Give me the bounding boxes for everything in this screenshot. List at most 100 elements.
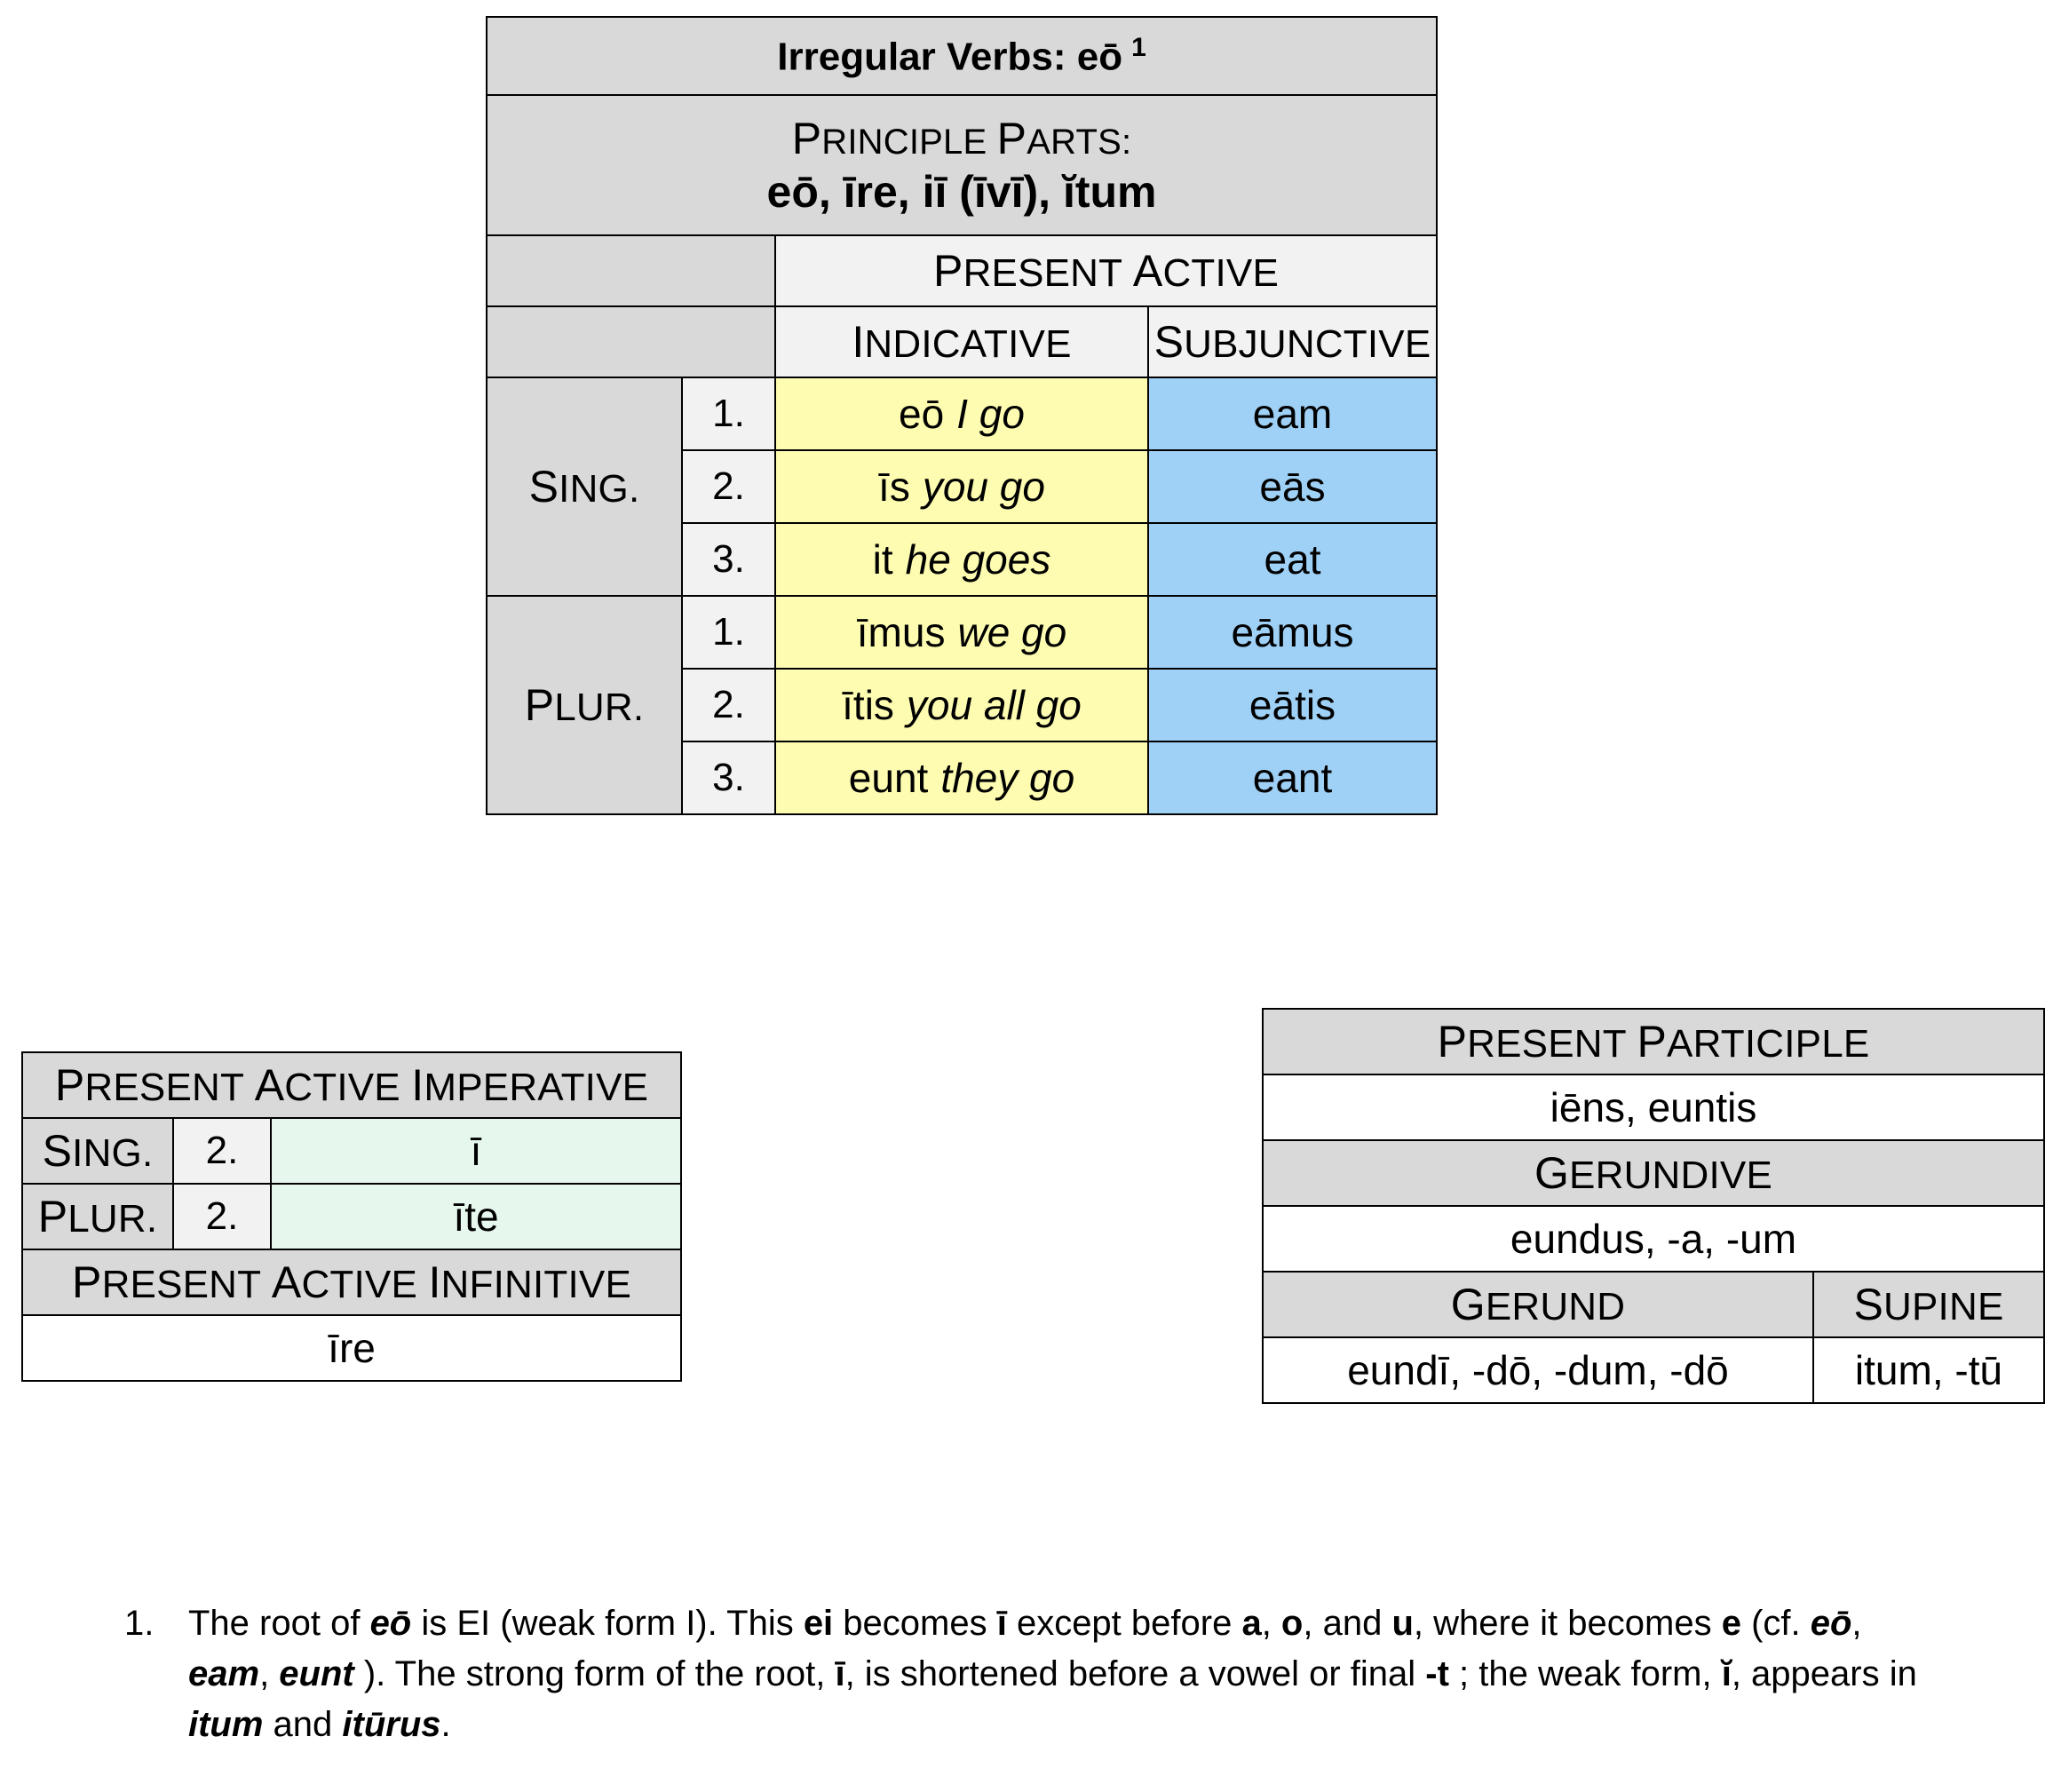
corner-spacer-cell [486,234,776,307]
footnote-segment: itūrus [342,1704,441,1744]
table-title-row: Irregular Verbs: eō 1 [485,16,1439,96]
footnote-segment: o [1280,1604,1304,1643]
indicative-cell: ītis you all go [774,668,1149,742]
footnote-segment: u [1391,1604,1414,1643]
corner-spacer-cell-2 [486,305,776,378]
gerundive-header-row: GERUNDIVE [1262,1139,2045,1207]
footnote-segment: , [259,1653,280,1693]
footnote-segment: -t [1425,1653,1449,1693]
indicative-form: īs [878,463,910,510]
supine-header: SUPINE [1812,1271,2045,1338]
indicative-form: eunt [848,754,929,801]
mood-header-subjunctive: SUBJUNCTIVE [1146,305,1439,378]
footnote-segment: , [1261,1604,1281,1643]
footnote-segment: eō [1810,1604,1852,1643]
participle-header-row: PRESENT PARTICIPLE [1262,1008,2045,1075]
footnote-segment: , and [1303,1604,1392,1643]
main-conjugation-table: Irregular Verbs: eō 1 PRINCIPLE PARTS: eō… [485,16,1439,815]
footnote-segment: eunt [279,1653,354,1693]
subjunctive-cell: eam [1146,377,1439,451]
table-row: PLUR. 2. īte [21,1183,683,1250]
footnote-segment: itum [188,1704,264,1744]
table-row: SING. 2. ī [21,1117,683,1185]
footnote-segment: , appears in [1731,1653,1917,1693]
footnote-segment: is EI (weak form I). This [411,1604,804,1643]
person-label: 2. [172,1117,272,1185]
principle-parts-label: PRINCIPLE PARTS: [791,113,1132,163]
subjunctive-cell: eās [1146,449,1439,524]
infinitive-header-row: PRESENT ACTIVE INFINITIVE [20,1249,683,1316]
footnote-segment: ei [803,1604,834,1643]
main-conjugation-table-container: Irregular Verbs: eō 1 PRINCIPLE PARTS: eō… [485,16,1439,815]
principle-parts-forms: eō, īre, iī (īvī), ĭtum [766,167,1157,217]
indicative-form: ītis [842,681,894,728]
footnote-segment: ; the weak form, [1448,1653,1722,1693]
title-text: Irregular Verbs: eō [777,35,1123,79]
subjunctive-cell: eāmus [1146,595,1439,670]
footnote-number: 1. [124,1604,155,1643]
table-row: 2. ītis you all go eātis [487,668,1439,742]
footnote-segment: e [1721,1604,1741,1643]
participle-table: PRESENT PARTICIPLE iēns, euntis GERUNDIV… [1262,1008,2045,1404]
imperative-header: PRESENT ACTIVE IMPERATIVE [20,1051,683,1119]
person-label: 1. [681,377,776,451]
footnote-segment: , is shortened before a vowel or final [844,1653,1426,1693]
footnote-segment: ī [996,1604,1007,1643]
mood-header-indicative: INDICATIVE [774,305,1149,378]
footnote-segment: becomes [833,1604,997,1643]
footnote-segment: , where it becomes [1413,1604,1722,1643]
footnote: 1. The root of eō is EI (weak form I). T… [124,1598,1945,1749]
number-label-plural: PLUR. [21,1183,174,1250]
indicative-gloss: we go [957,608,1067,655]
indicative-form: it [872,535,893,583]
indicative-form: eō [899,390,945,437]
footnote-segment: . [440,1704,451,1744]
person-label: 3. [681,522,776,597]
supine-form: itum, -tū [1812,1336,2045,1404]
gerund-supine-header-row: GERUND SUPINE [1262,1271,2045,1338]
imperative-form-singular: ī [269,1117,683,1185]
number-label-plural: PLUR. [486,595,683,815]
footnote-segment: ī [835,1653,845,1693]
voice-header-row: PRESENT ACTIVE [486,234,1439,307]
footnote-segment: and [263,1704,343,1744]
page-title: Irregular Verbs: eō 1 [485,16,1439,96]
gerund-supine-value-row: eundī, -dō, -dum, -dō itum, -tū [1262,1336,2045,1404]
imperative-header-row: PRESENT ACTIVE IMPERATIVE [20,1051,683,1119]
infinitive-value-row: īre [20,1314,683,1382]
participle-form: iēns, euntis [1262,1074,2045,1141]
footnote-segment: (cf. [1740,1604,1811,1643]
participle-value-row: iēns, euntis [1262,1074,2045,1141]
footnote-body: The root of eō is EI (weak form I). This… [188,1598,1945,1749]
gerundive-form: eundus, -a, -um [1262,1205,2045,1273]
person-label: 3. [681,741,776,815]
imperative-form-plural: īte [269,1183,683,1250]
gerundive-value-row: eundus, -a, -um [1262,1205,2045,1273]
person-label: 2. [681,668,776,742]
footnote-segment: ). The strong form of the root, [353,1653,836,1693]
person-label: 2. [172,1183,272,1250]
participle-header: PRESENT PARTICIPLE [1262,1008,2045,1075]
subjunctive-cell: eant [1146,741,1439,815]
principle-parts-cell: PRINCIPLE PARTS: eō, īre, iī (īvī), ĭtum [485,94,1439,236]
number-label-singular: SING. [486,377,683,597]
subjunctive-cell: eat [1146,522,1439,597]
voice-header-present-active: PRESENT ACTIVE [773,234,1439,307]
title-footnote-marker: 1 [1131,33,1146,63]
indicative-gloss: you all go [906,681,1082,728]
imperative-table-container: PRESENT ACTIVE IMPERATIVE SING. 2. ī PLU… [20,1051,683,1382]
subjunctive-cell: eātis [1146,668,1439,742]
indicative-gloss: they go [940,754,1075,801]
footnote-segment: , [1851,1604,1862,1643]
mood-header-row: INDICATIVE SUBJUNCTIVE [486,305,1439,378]
gerund-header: GERUND [1262,1271,1814,1338]
